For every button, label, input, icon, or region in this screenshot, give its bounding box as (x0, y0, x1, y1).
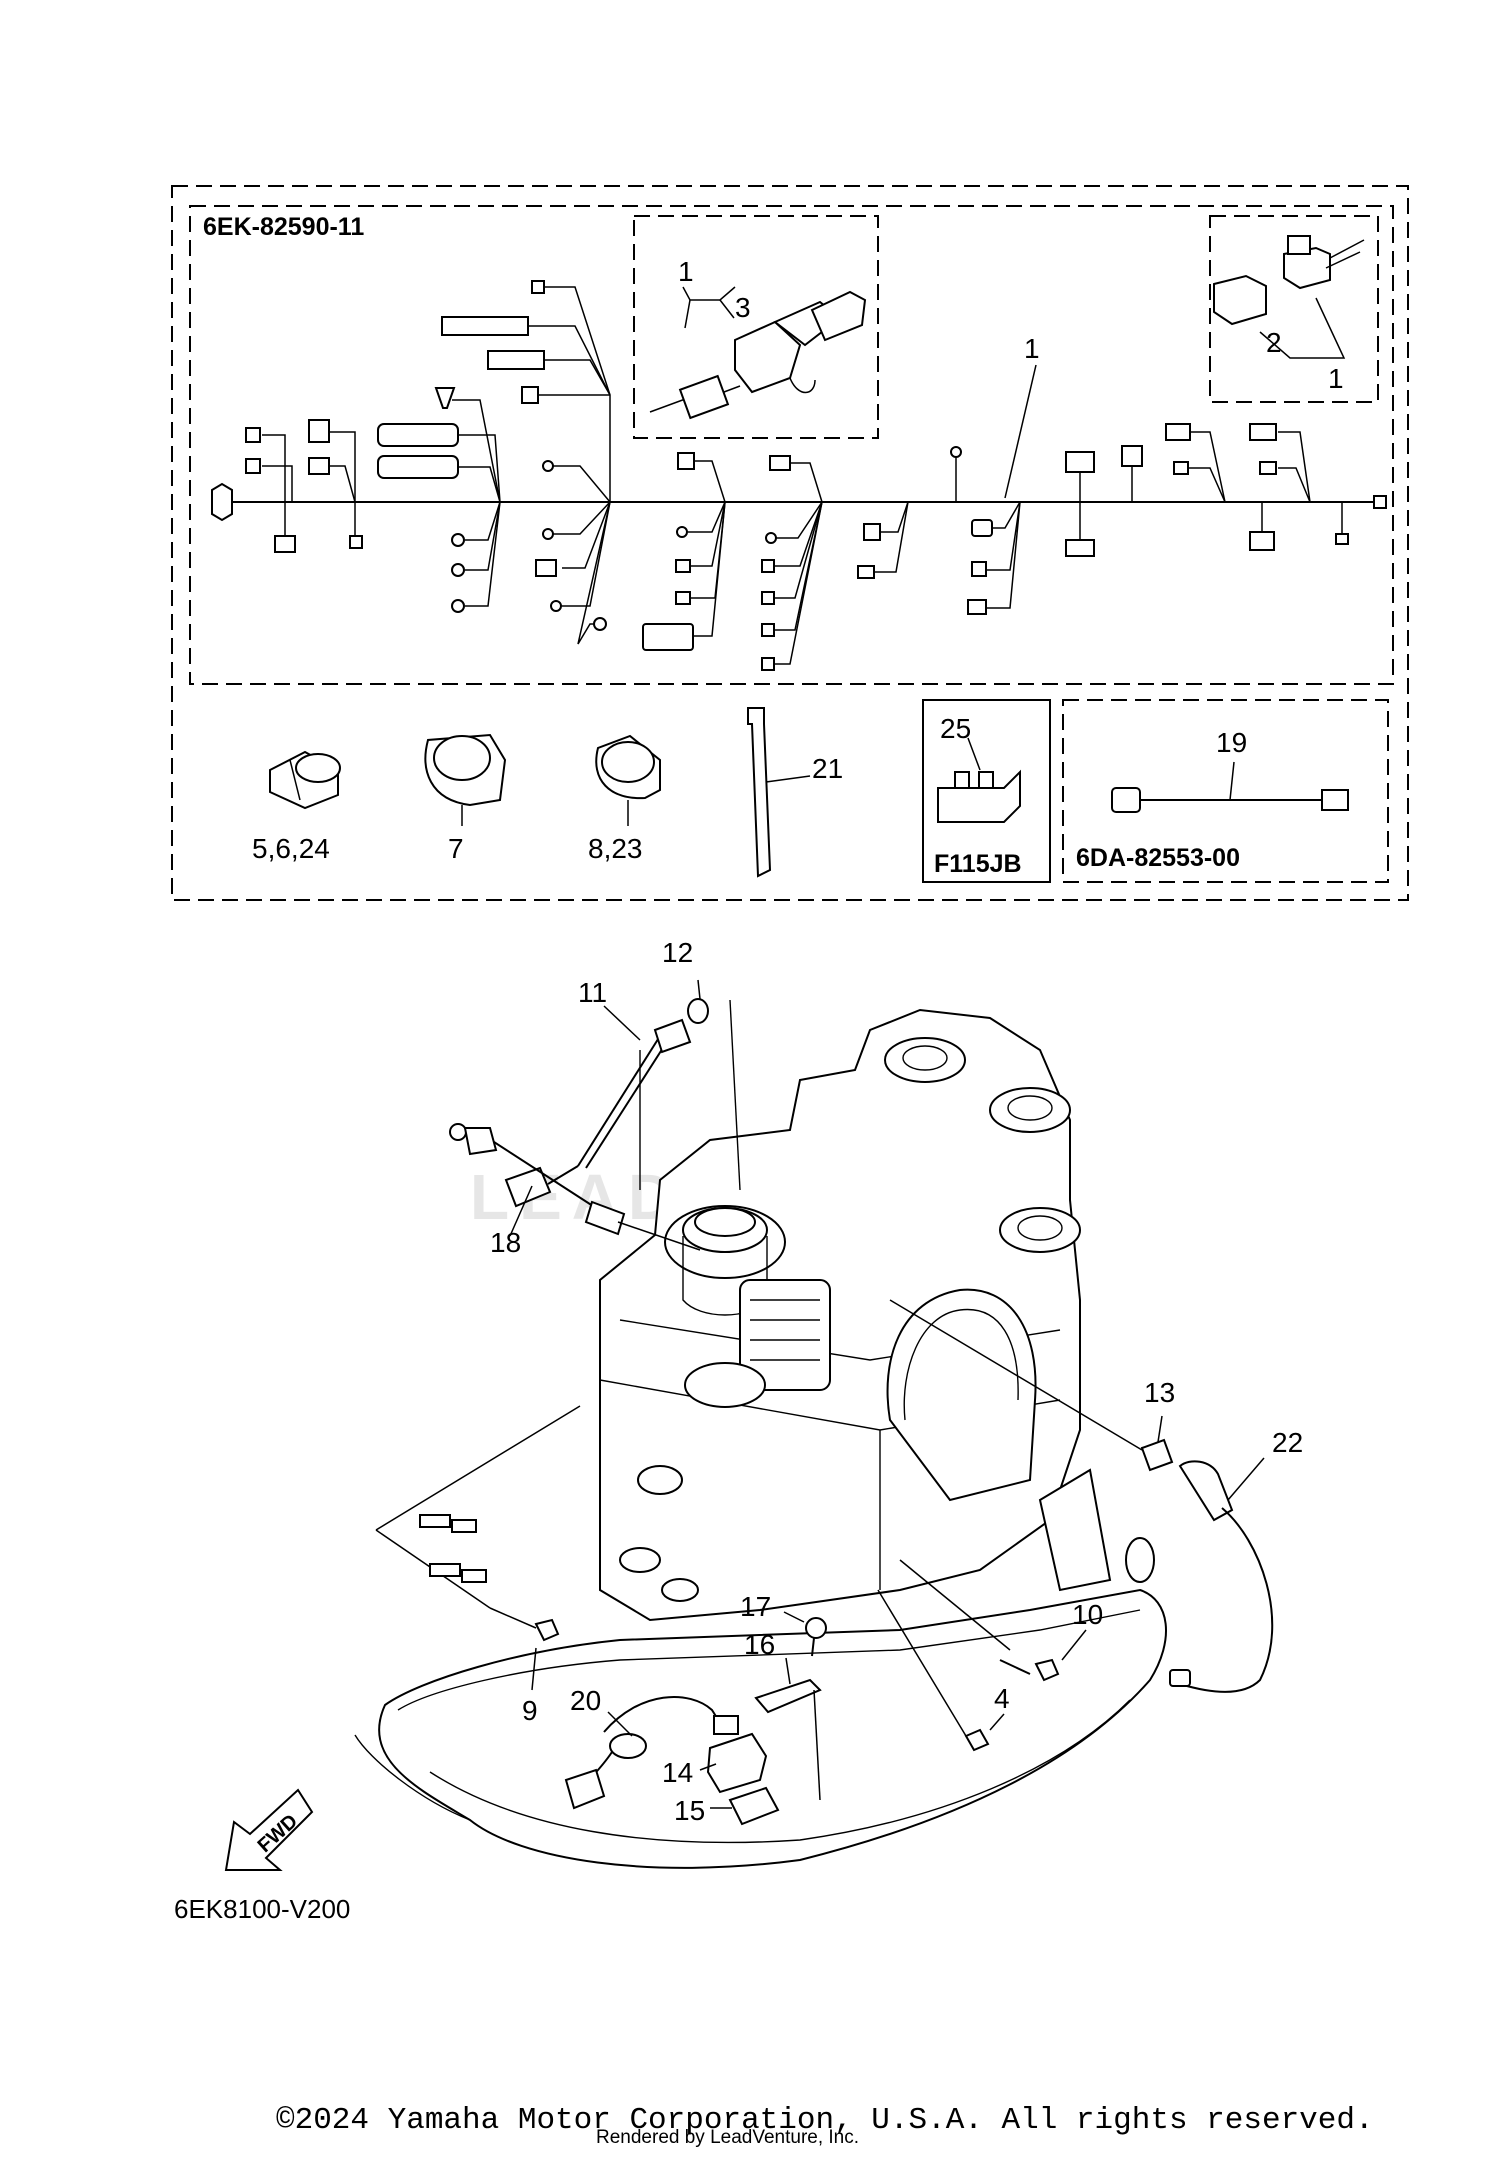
callout-1-set-b: 1 (1328, 363, 1344, 394)
sensor-11 (504, 1005, 692, 1208)
callout-18: 18 (490, 1227, 521, 1258)
callout-2: 2 (1266, 327, 1282, 358)
callout-11: 11 (578, 977, 607, 1008)
callout-14: 14 (662, 1757, 693, 1788)
bolt-10 (899, 1559, 1087, 1682)
lead-20 (564, 1696, 739, 1810)
harness-code-label: 6EK-82590-11 (203, 213, 364, 241)
sensor-18 (449, 1123, 701, 1251)
callout-4: 4 (994, 1683, 1010, 1714)
clamp-5-6-24 (269, 750, 341, 810)
model-code-label: F115JB (934, 850, 1022, 878)
plate-16 (754, 1657, 822, 1801)
callout-3: 3 (735, 292, 751, 323)
bolt-9 (375, 1405, 581, 1691)
callout-25: 25 (940, 713, 971, 744)
cap-14 (699, 1732, 768, 1794)
bolt-4 (877, 1589, 1005, 1752)
callout-12: 12 (662, 937, 693, 968)
callout-8-23: 8,23 (588, 833, 643, 864)
grommet-15 (710, 1786, 780, 1826)
callout-15: 15 (674, 1795, 705, 1826)
connector-set-3 (649, 286, 867, 420)
callout-13: 13 (1144, 1377, 1175, 1408)
callout-9: 9 (522, 1695, 538, 1726)
bolt-17 (783, 1611, 827, 1657)
harness-kit-frame (171, 185, 1409, 901)
callout-22: 22 (1272, 1427, 1303, 1458)
callout-1-set: 1 (678, 256, 694, 287)
rendered-by-notice: Rendered by LeadVenture, Inc. (596, 2127, 860, 2148)
callout-19: 19 (1216, 727, 1247, 758)
subharness-19 (1111, 761, 1349, 813)
callout-16: 16 (744, 1629, 775, 1660)
jumper-25 (937, 737, 1021, 823)
washer-12 (687, 998, 709, 1024)
sensor-13 (889, 1299, 1174, 1472)
callout-20: 20 (570, 1685, 601, 1716)
clamp-7 (424, 733, 507, 826)
copyright-notice: ©2024 Yamaha Motor Corporation, U.S.A. A… (276, 2103, 1374, 2138)
cable-tie-21 (747, 707, 811, 878)
connector-set-2 (1213, 235, 1365, 359)
callout-5-6-24: 5,6,24 (252, 833, 330, 864)
wire-harness-main (211, 280, 1387, 671)
callout-1-harness: 1 (1024, 333, 1040, 364)
forward-arrow-icon: FWD (224, 1788, 314, 1871)
diagram-id-label: 6EK8100-V200 (174, 1894, 350, 1924)
clamp-8-23 (595, 734, 661, 826)
callout-7: 7 (448, 833, 464, 864)
callout-10: 10 (1072, 1599, 1103, 1630)
lead-22 (1169, 1457, 1274, 1693)
callout-17: 17 (740, 1591, 771, 1622)
subharness-code-label: 6DA-82553-00 (1076, 844, 1240, 872)
callout-21: 21 (812, 753, 843, 784)
